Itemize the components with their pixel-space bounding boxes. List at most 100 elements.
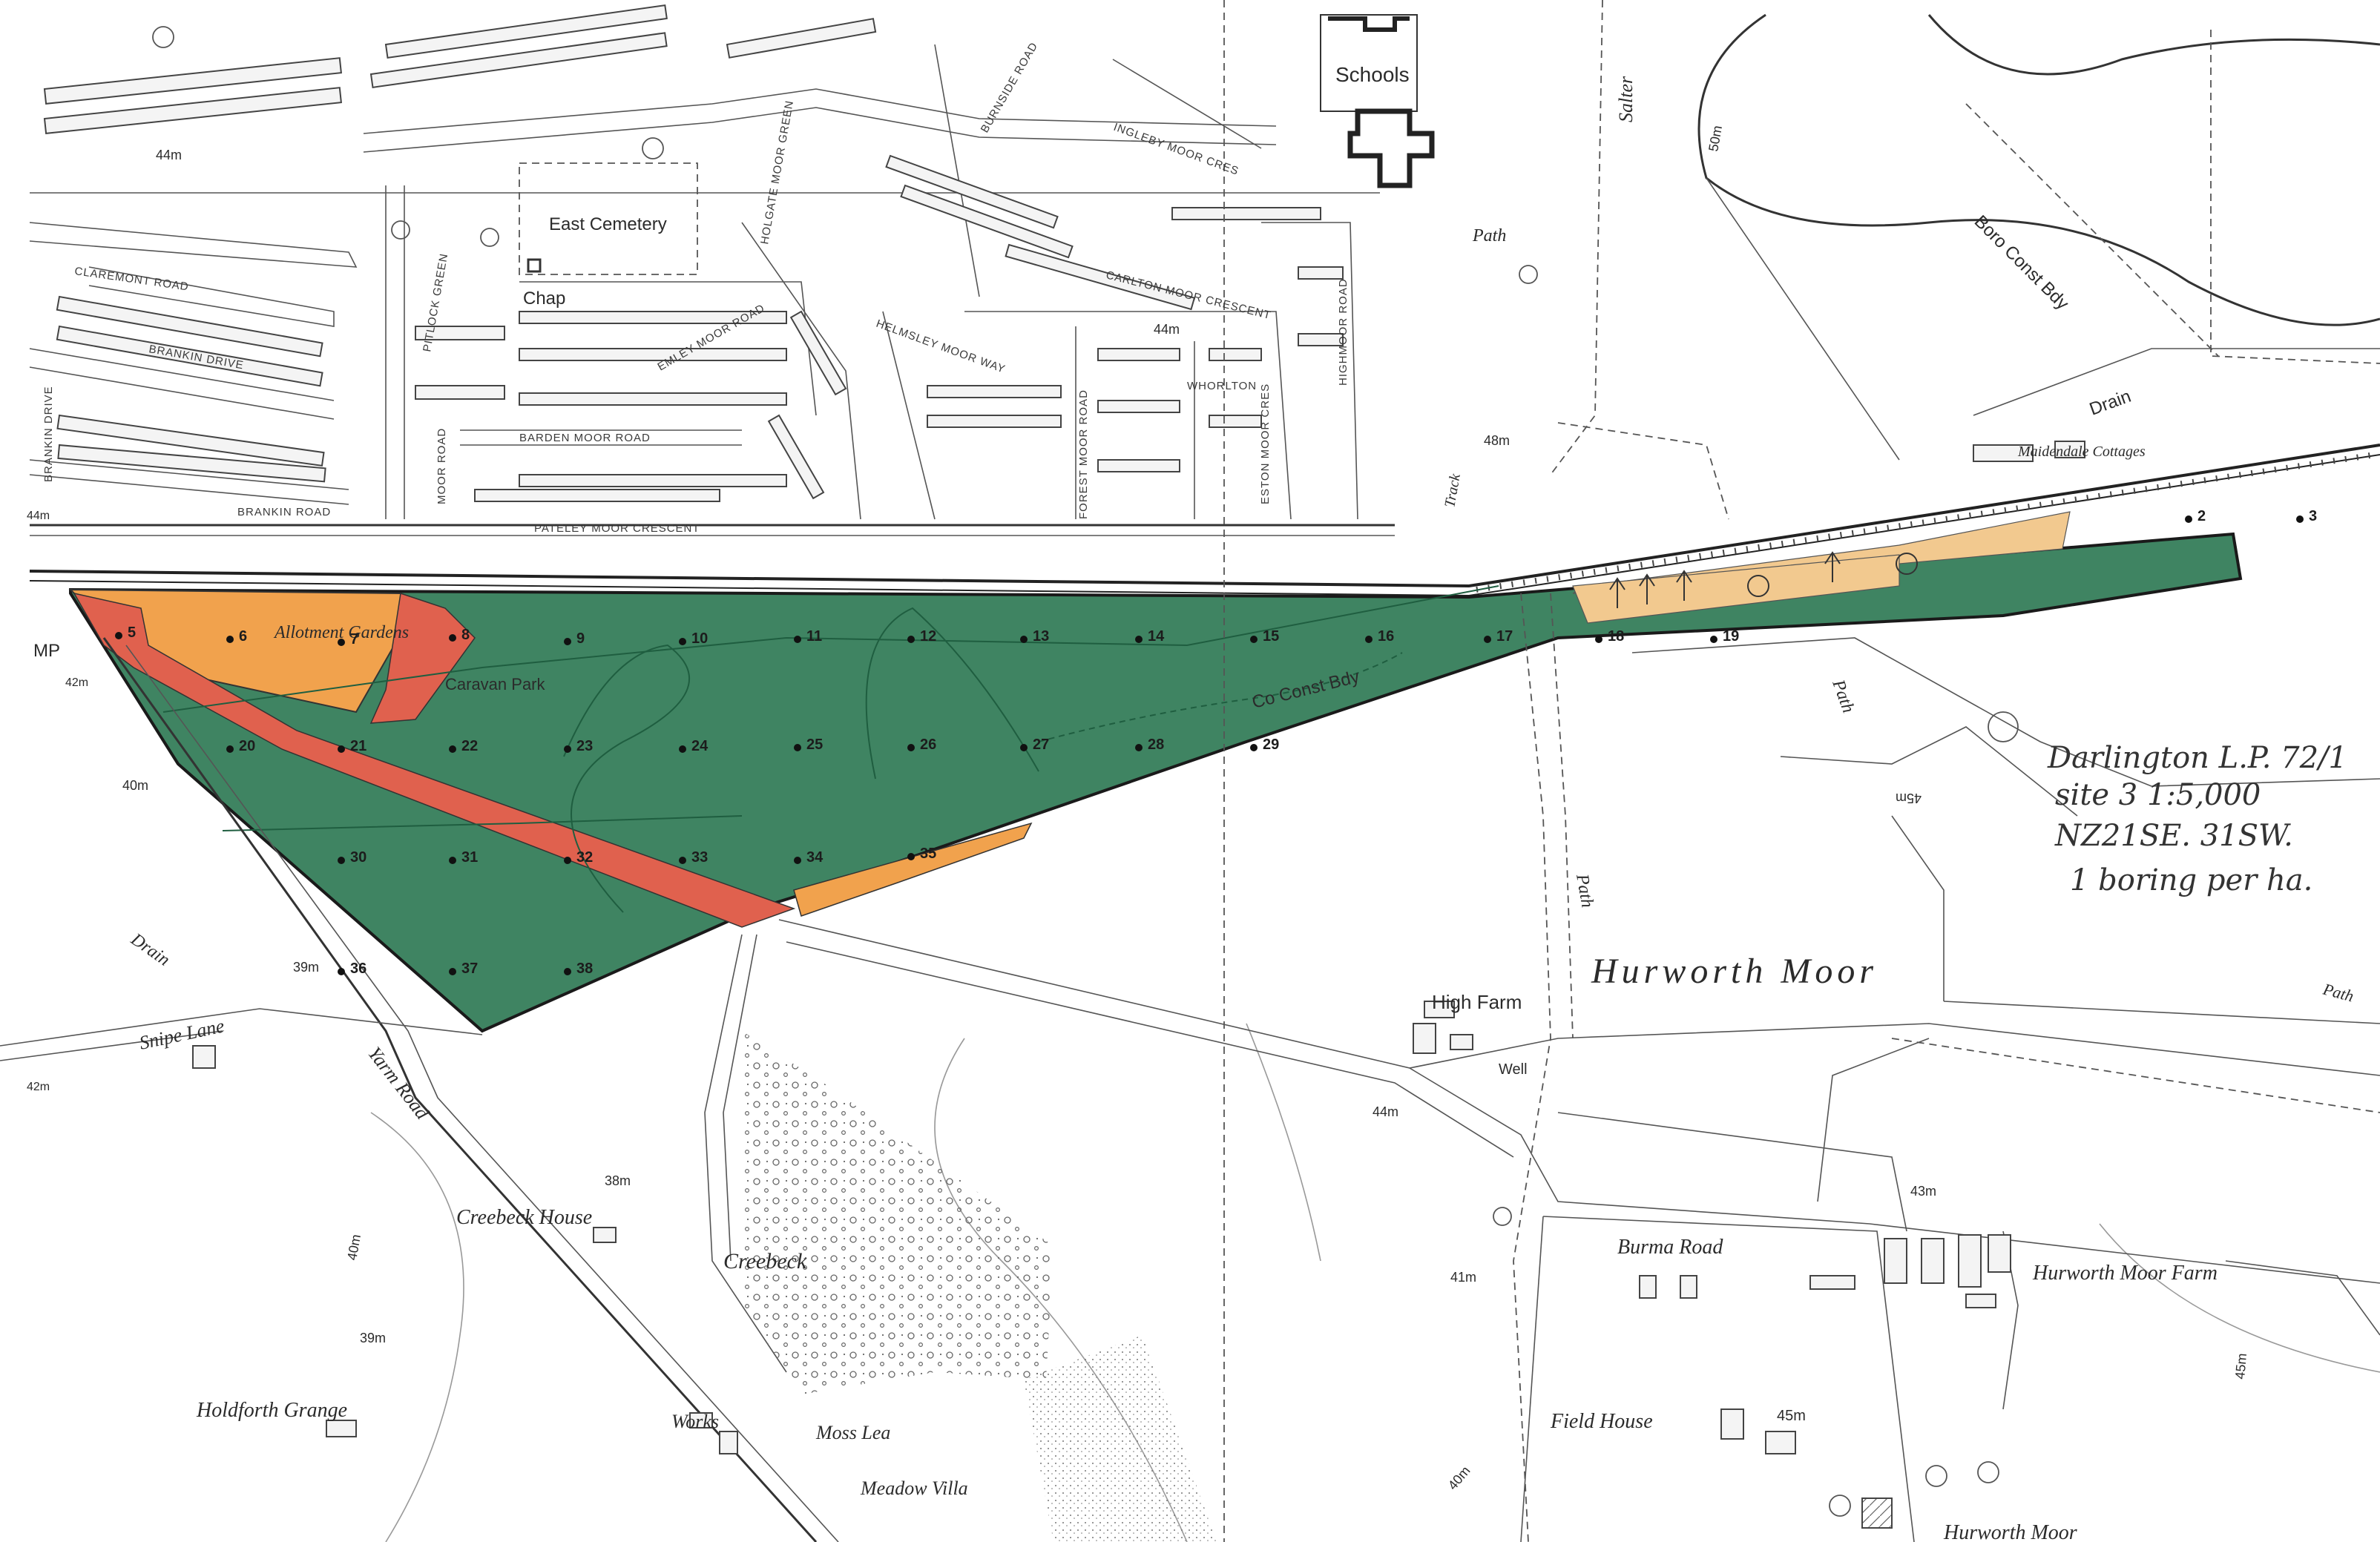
borehole-11: 11 bbox=[794, 628, 822, 645]
borehole-dot bbox=[1710, 636, 1717, 643]
house-row bbox=[369, 32, 668, 88]
label-track: Track bbox=[1442, 472, 1464, 509]
borehole-number: 6 bbox=[239, 628, 247, 645]
house-row bbox=[519, 474, 787, 487]
label-path-2: Path bbox=[1828, 676, 1858, 715]
house-row bbox=[56, 295, 323, 358]
borehole-dot bbox=[679, 857, 686, 864]
road-barden: BARDEN MOOR ROAD bbox=[519, 432, 651, 444]
borehole-dot bbox=[1135, 636, 1143, 643]
house-row bbox=[56, 325, 323, 387]
label-hurworth-moor-bottom: Hurworth Moor bbox=[1943, 1521, 2077, 1542]
borehole-number: 8 bbox=[461, 627, 470, 643]
borehole-number: 10 bbox=[691, 630, 708, 647]
borehole-2: 2 bbox=[2185, 508, 2206, 524]
borehole-33: 33 bbox=[679, 849, 708, 866]
road-brankin-road: BRANKIN ROAD bbox=[237, 506, 331, 518]
house-row bbox=[519, 348, 787, 361]
height-label: 44m bbox=[156, 148, 182, 162]
borehole-dot bbox=[338, 639, 345, 646]
borehole-number: 31 bbox=[461, 849, 478, 866]
borehole-number: 38 bbox=[576, 961, 593, 977]
borehole-number: 24 bbox=[691, 738, 709, 754]
borehole-28: 28 bbox=[1135, 737, 1164, 753]
borehole-34: 34 bbox=[794, 849, 824, 866]
height-label: 43m bbox=[1910, 1184, 1936, 1199]
road-moor: MOOR ROAD bbox=[435, 428, 448, 504]
label-path-4: Path bbox=[2321, 979, 2356, 1005]
borehole-number: 19 bbox=[1723, 628, 1739, 645]
borehole-23: 23 bbox=[564, 738, 593, 754]
house-row bbox=[519, 311, 787, 324]
borehole-8: 8 bbox=[449, 627, 470, 643]
height-label: 39m bbox=[360, 1331, 386, 1345]
borehole-number: 20 bbox=[239, 738, 255, 754]
house-row bbox=[927, 385, 1062, 398]
borehole-number: 9 bbox=[576, 630, 585, 647]
borehole-number: 33 bbox=[691, 849, 708, 866]
house-row bbox=[885, 154, 1059, 229]
borehole-20: 20 bbox=[226, 738, 255, 754]
label-salter: Salter bbox=[1615, 76, 1637, 122]
borehole-dot bbox=[1020, 636, 1028, 643]
annotation-line-4: 1 boring per ha. bbox=[2070, 863, 2312, 897]
borehole-36: 36 bbox=[338, 961, 366, 977]
house-row bbox=[1005, 243, 1196, 311]
borehole-number: 14 bbox=[1148, 628, 1165, 645]
borehole-dot bbox=[907, 636, 915, 643]
borehole-7: 7 bbox=[338, 631, 358, 648]
red-track bbox=[73, 592, 796, 928]
borehole-dot bbox=[907, 853, 915, 860]
road-highmoor: HIGHMOOR ROAD bbox=[1337, 278, 1350, 386]
height-label: 45m bbox=[2232, 1353, 2249, 1380]
house-row bbox=[384, 4, 668, 59]
label-drain-2: Drain bbox=[2087, 386, 2134, 420]
house-row bbox=[57, 444, 326, 483]
borehole-number: 22 bbox=[461, 738, 478, 754]
height-label: 42m bbox=[27, 1081, 50, 1093]
borehole-dot bbox=[794, 857, 801, 864]
road-eston: ESTON MOOR CRES bbox=[1259, 383, 1272, 504]
label-caravan-park: Caravan Park bbox=[445, 675, 546, 693]
borehole-number: 29 bbox=[1263, 737, 1279, 753]
house-row bbox=[1209, 348, 1262, 361]
green-site bbox=[69, 532, 2243, 1033]
borehole-number: 34 bbox=[806, 849, 824, 866]
height-label: 42m bbox=[65, 676, 88, 689]
borehole-30: 30 bbox=[338, 849, 366, 866]
borehole-dot bbox=[449, 745, 456, 753]
borehole-27: 27 bbox=[1020, 737, 1049, 753]
borehole-38: 38 bbox=[564, 961, 593, 977]
label-yarm-road: Yarm Road bbox=[364, 1043, 433, 1124]
label-schools: Schools bbox=[1335, 63, 1410, 86]
borehole-number: 23 bbox=[576, 738, 593, 754]
house-row bbox=[1298, 333, 1344, 346]
borehole-number: 35 bbox=[920, 846, 936, 862]
borehole-dot bbox=[679, 745, 686, 753]
house-row bbox=[43, 87, 342, 134]
height-label: 48m bbox=[1484, 433, 1510, 448]
road-claremont: CLAREMONT ROAD bbox=[73, 265, 189, 293]
borehole-number: 37 bbox=[461, 961, 478, 977]
house-row bbox=[726, 18, 877, 59]
label-creebeck: Creebeck bbox=[723, 1249, 807, 1274]
height-label: 44m bbox=[27, 510, 50, 522]
borehole-number: 12 bbox=[920, 628, 936, 645]
borehole-number: 15 bbox=[1263, 628, 1279, 645]
label-holdforth-grange: Holdforth Grange bbox=[196, 1399, 347, 1422]
borehole-15: 15 bbox=[1250, 628, 1279, 645]
road-carlton: CARLTON MOOR CRESCENT bbox=[1105, 268, 1272, 322]
borehole-dot bbox=[564, 968, 571, 975]
height-label: 39m bbox=[293, 960, 319, 975]
house-row bbox=[474, 489, 720, 502]
house-row bbox=[1298, 266, 1344, 280]
label-drain-1: Drain bbox=[127, 929, 174, 970]
borehole-25: 25 bbox=[794, 737, 823, 753]
borehole-number: 2 bbox=[2197, 508, 2206, 524]
borehole-10: 10 bbox=[679, 630, 708, 647]
borehole-number: 16 bbox=[1378, 628, 1394, 645]
borehole-dot bbox=[338, 968, 345, 975]
borehole-22: 22 bbox=[449, 738, 478, 754]
house-row bbox=[415, 326, 505, 340]
